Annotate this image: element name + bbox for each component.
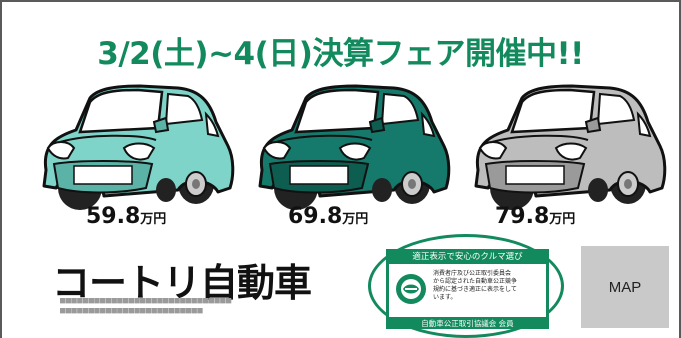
car-image-1 xyxy=(42,84,235,210)
price-value: 59.8 xyxy=(86,204,141,229)
car-image-3 xyxy=(474,84,667,210)
car-price-2: 69.8万円 xyxy=(288,204,368,229)
shop-name: コートリ自動車 xyxy=(52,261,312,305)
shop-info: ■■■■■■■■■■■■■■■■■■■■■■■■■■■■■■ ■■■■■■■■■… xyxy=(60,296,232,316)
map-button[interactable]: MAP xyxy=(581,246,669,328)
badge-ring xyxy=(368,234,564,338)
badge-line: から認定された自動車公正競争 xyxy=(433,278,518,285)
badge-footer: 自動車公正取引協議会 会員 xyxy=(421,319,514,328)
fair-trade-badge: 適正表示で安心のクルマ選び 消費者庁及び公正取引委員会 から認定された自動車公正… xyxy=(386,249,549,329)
price-unit: 万円 xyxy=(140,212,167,227)
car-price-1: 59.8万円 xyxy=(86,204,166,229)
fair-trade-logo-icon xyxy=(396,274,426,304)
shop-info-line: ■■■■■■■■■■■■■■■■■■■■■■■■■■■■■■ xyxy=(60,296,232,306)
badge-line: 消費者庁及び公正取引委員会 xyxy=(433,270,512,277)
car-price-3: 79.8万円 xyxy=(495,204,575,229)
price-value: 69.8 xyxy=(288,204,343,229)
price-value: 79.8 xyxy=(495,204,550,229)
price-unit: 万円 xyxy=(342,212,369,227)
badge-line: 規約に基づき適正に表示をして xyxy=(433,286,517,293)
badge-text: 消費者庁及び公正取引委員会 から認定された自動車公正競争 規約に基づき適正に表示… xyxy=(433,270,517,302)
badge-body: 消費者庁及び公正取引委員会 から認定された自動車公正競争 規約に基づき適正に表示… xyxy=(389,264,546,317)
badge-header: 適正表示で安心のクルマ選び xyxy=(412,252,523,262)
price-unit: 万円 xyxy=(549,212,576,227)
car-image-2 xyxy=(258,84,451,210)
badge-line: います。 xyxy=(433,294,457,301)
shop-info-line: ■■■■■■■■■■■■■■■■■■■■■■■■■ xyxy=(60,306,203,316)
sale-headline: 3/2(土)~4(日)決算フェア開催中!! xyxy=(97,36,584,72)
